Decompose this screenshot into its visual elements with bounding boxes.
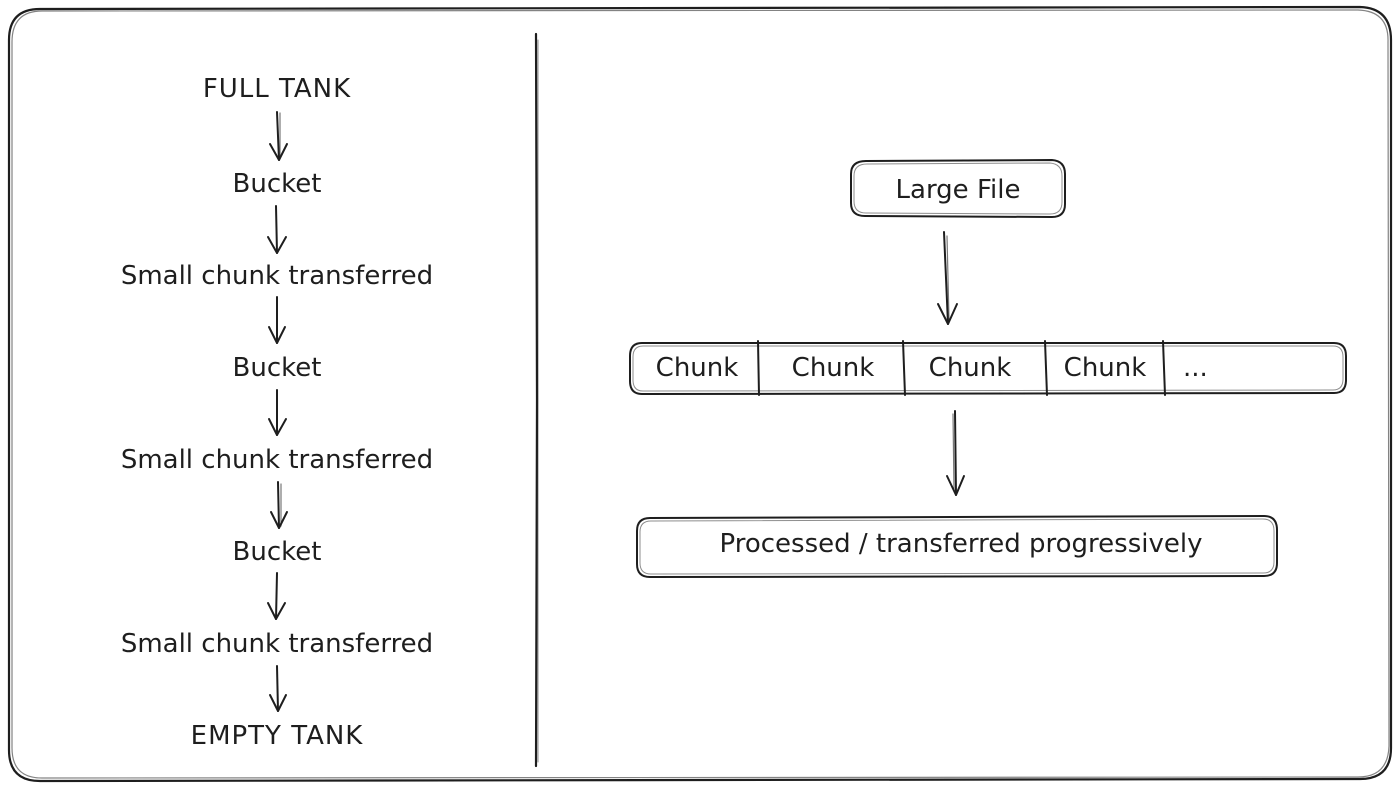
arrow-down-icon: [946, 410, 965, 496]
arrow-down-icon: [269, 665, 287, 712]
chunk-cell: Chunk: [792, 353, 875, 383]
step-bucket: Bucket: [233, 169, 322, 199]
step-small-chunk-transferred: Small chunk transferred: [121, 261, 433, 291]
arrow-down-icon: [937, 231, 958, 325]
chunk-strip: Chunk Chunk Chunk Chunk ...: [629, 340, 1347, 396]
result-box: Processed / transferred progressively: [636, 515, 1278, 578]
arrow-down-icon: [268, 296, 286, 344]
step-bucket: Bucket: [233, 353, 322, 383]
arrow-down-icon: [267, 572, 286, 620]
step-small-chunk-transferred: Small chunk transferred: [121, 445, 433, 475]
large-file-label: Large File: [896, 175, 1021, 205]
column-divider: [534, 32, 539, 768]
arrow-down-icon: [270, 481, 288, 529]
step-full-tank: FULL TANK: [203, 74, 351, 104]
result-label: Processed / transferred progressively: [720, 529, 1203, 559]
large-file-box: Large File: [850, 159, 1066, 218]
arrow-down-icon: [269, 111, 288, 161]
step-empty-tank: EMPTY TANK: [191, 721, 364, 751]
chunk-cell: Chunk: [929, 353, 1012, 383]
arrow-down-icon: [267, 205, 287, 254]
chunk-cell: Chunk: [1064, 353, 1147, 383]
step-small-chunk-transferred: Small chunk transferred: [121, 629, 433, 659]
right-flow: Large File Chunk Chunk Chunk Chunk ...: [629, 159, 1347, 578]
chunk-ellipsis: ...: [1183, 353, 1208, 383]
step-bucket: Bucket: [233, 537, 322, 567]
left-flow: FULL TANK Bucket Small chunk transferred…: [121, 74, 433, 751]
arrow-down-icon: [268, 389, 287, 436]
chunk-cell: Chunk: [656, 353, 739, 383]
outer-frame: [7, 5, 1393, 783]
